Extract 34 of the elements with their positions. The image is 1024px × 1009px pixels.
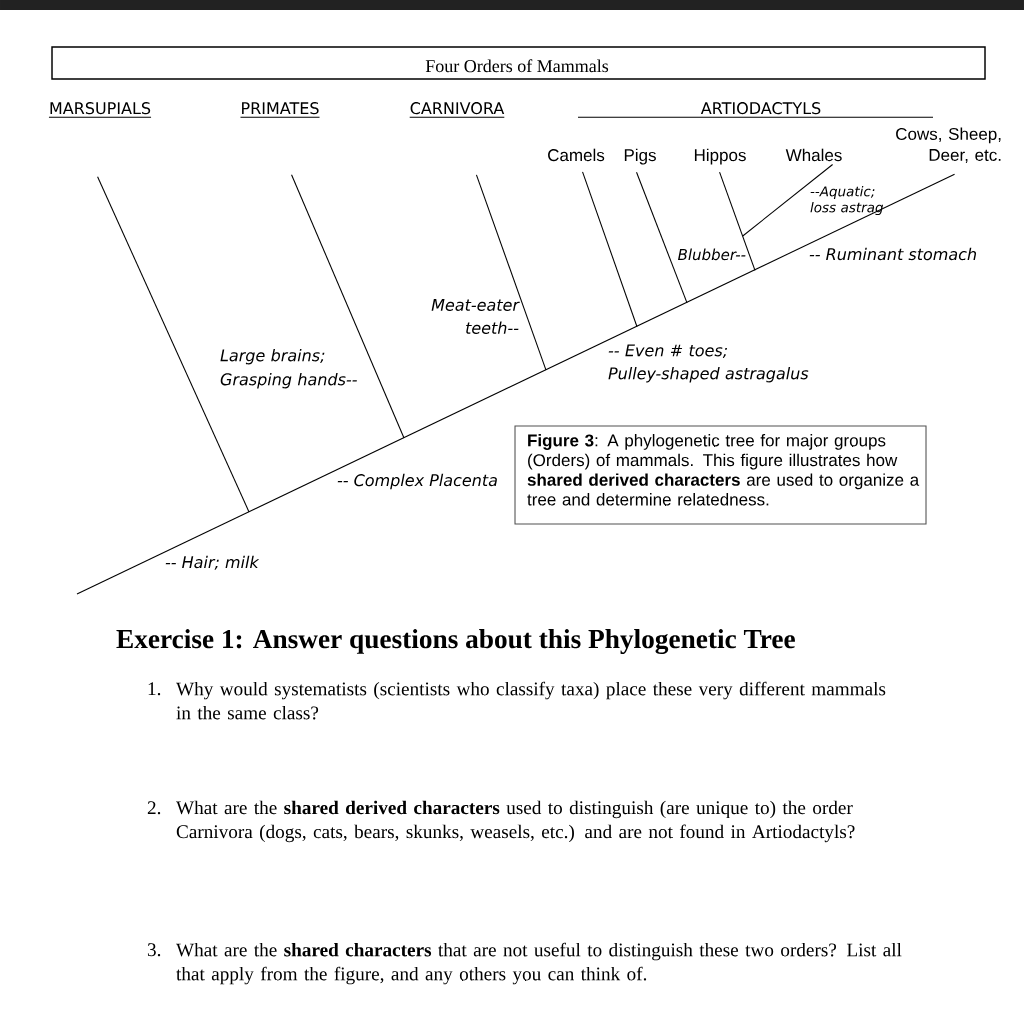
exercise-heading: Exercise 1: Answer questions about this Phylogenetic Tree bbox=[116, 629, 795, 654]
branch-line bbox=[582, 171, 638, 328]
trait-label: -- Hair; milk bbox=[165, 555, 260, 570]
question-number: 3. bbox=[147, 943, 161, 957]
order-label: MARSUPIALS bbox=[48, 102, 152, 118]
question-number: 1. bbox=[148, 682, 161, 696]
trait-label: -- Complex Placenta bbox=[337, 473, 497, 490]
trait-label: -- Ruminant stomach bbox=[809, 247, 977, 261]
order-label: ARTIODACTYLS bbox=[577, 102, 934, 118]
question-number: 2. bbox=[147, 801, 161, 815]
trait-label: Meat-eater teeth-- bbox=[431, 299, 520, 334]
trait-label: Blubber-- bbox=[678, 248, 746, 261]
caption-box: Figure 3: A phylogenetic tree for major groups (Orders) of mammals. This figure illustrates how shared derived characters are used to organize a tree and determine relatedness. bbox=[514, 425, 927, 525]
trunk-line bbox=[76, 173, 956, 595]
trait-label: Large brains; Grasping hands-- bbox=[220, 349, 357, 389]
order-label: PRIMATES bbox=[240, 102, 320, 118]
branch-line bbox=[636, 171, 688, 304]
branch-line bbox=[475, 174, 547, 371]
taxon-label: Whales bbox=[785, 148, 842, 162]
branch-line bbox=[742, 163, 834, 237]
title-box: Four Orders of Mammals bbox=[51, 46, 986, 80]
question-text: What are the shared characters that are not useful to distinguish these two orders? List all that apply from the figure, and any others you can think of. bbox=[176, 942, 902, 985]
trait-label: -- Even # toes; Pulley-shaped astragalus bbox=[608, 344, 809, 383]
taxon-label: Cows, Sheep, Deer, etc. bbox=[896, 127, 1001, 163]
taxon-label: Camels bbox=[548, 148, 605, 162]
taxon-label: Pigs bbox=[624, 148, 656, 165]
question-text: What are the shared derived characters used to distinguish (are unique to) the order Carnivora (dogs, cats, bears, skunks, weasels, etc.) and are not found in Artiodactyls? bbox=[176, 800, 855, 843]
taxon-label: Hippos bbox=[694, 148, 746, 165]
branch-line bbox=[719, 171, 756, 271]
order-label: CARNIVORA bbox=[409, 102, 505, 118]
branch-line bbox=[97, 176, 250, 513]
question-text: Why would systematists (scientists who classify taxa) place these very different mammals in the same class? bbox=[176, 681, 886, 720]
branch-line bbox=[291, 174, 405, 439]
trait-label: --Aquatic; loss astrag bbox=[810, 186, 884, 216]
